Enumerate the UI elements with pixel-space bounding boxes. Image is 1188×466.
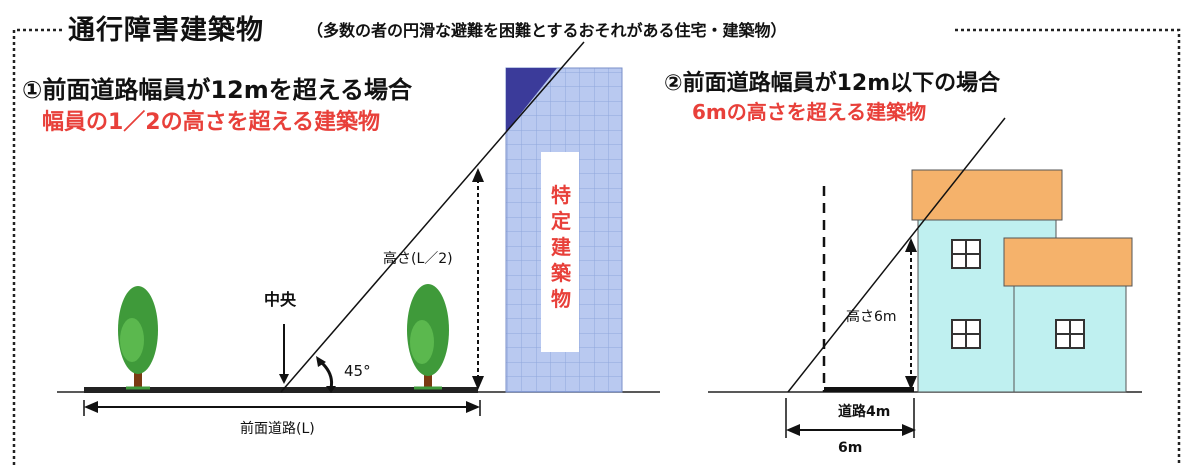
distance-label: 6m <box>838 440 863 456</box>
frame-border <box>12 28 1181 465</box>
building-label: 特定建築物 <box>551 183 571 311</box>
angle-label: 45° <box>344 362 371 380</box>
setback-line-45deg <box>280 41 585 393</box>
house-front <box>1003 237 1133 393</box>
case2-heading: ②前面道路幅員が12m以下の場合 <box>664 71 1001 96</box>
road-width-label: 道路4m <box>838 404 891 420</box>
case1-subheading: 幅員の1／2の高さを超える建築物 <box>42 110 380 135</box>
diagram-title: 通行障害建築物 <box>68 15 264 46</box>
tree-icon <box>118 286 158 390</box>
tree-icon <box>407 284 449 390</box>
road-surface-right <box>824 387 914 392</box>
case2-subheading: 6mの高さを超える建築物 <box>692 100 927 124</box>
height-label-left: 高さ(L／2) <box>383 251 453 267</box>
road-label: 前面道路(L) <box>240 421 315 437</box>
road-surface-left <box>84 387 478 393</box>
angle-arc <box>319 360 333 389</box>
center-label: 中央 <box>264 290 297 309</box>
case1-heading: ①前面道路幅員が12mを超える場合 <box>22 76 413 104</box>
diagram-subtitle: （多数の者の円滑な避難を困難とするおそれがある住宅・建築物） <box>307 21 787 40</box>
height-label-right: 高さ6m <box>846 309 897 325</box>
building-label-panel <box>541 152 579 352</box>
building-top-shade <box>506 68 557 132</box>
